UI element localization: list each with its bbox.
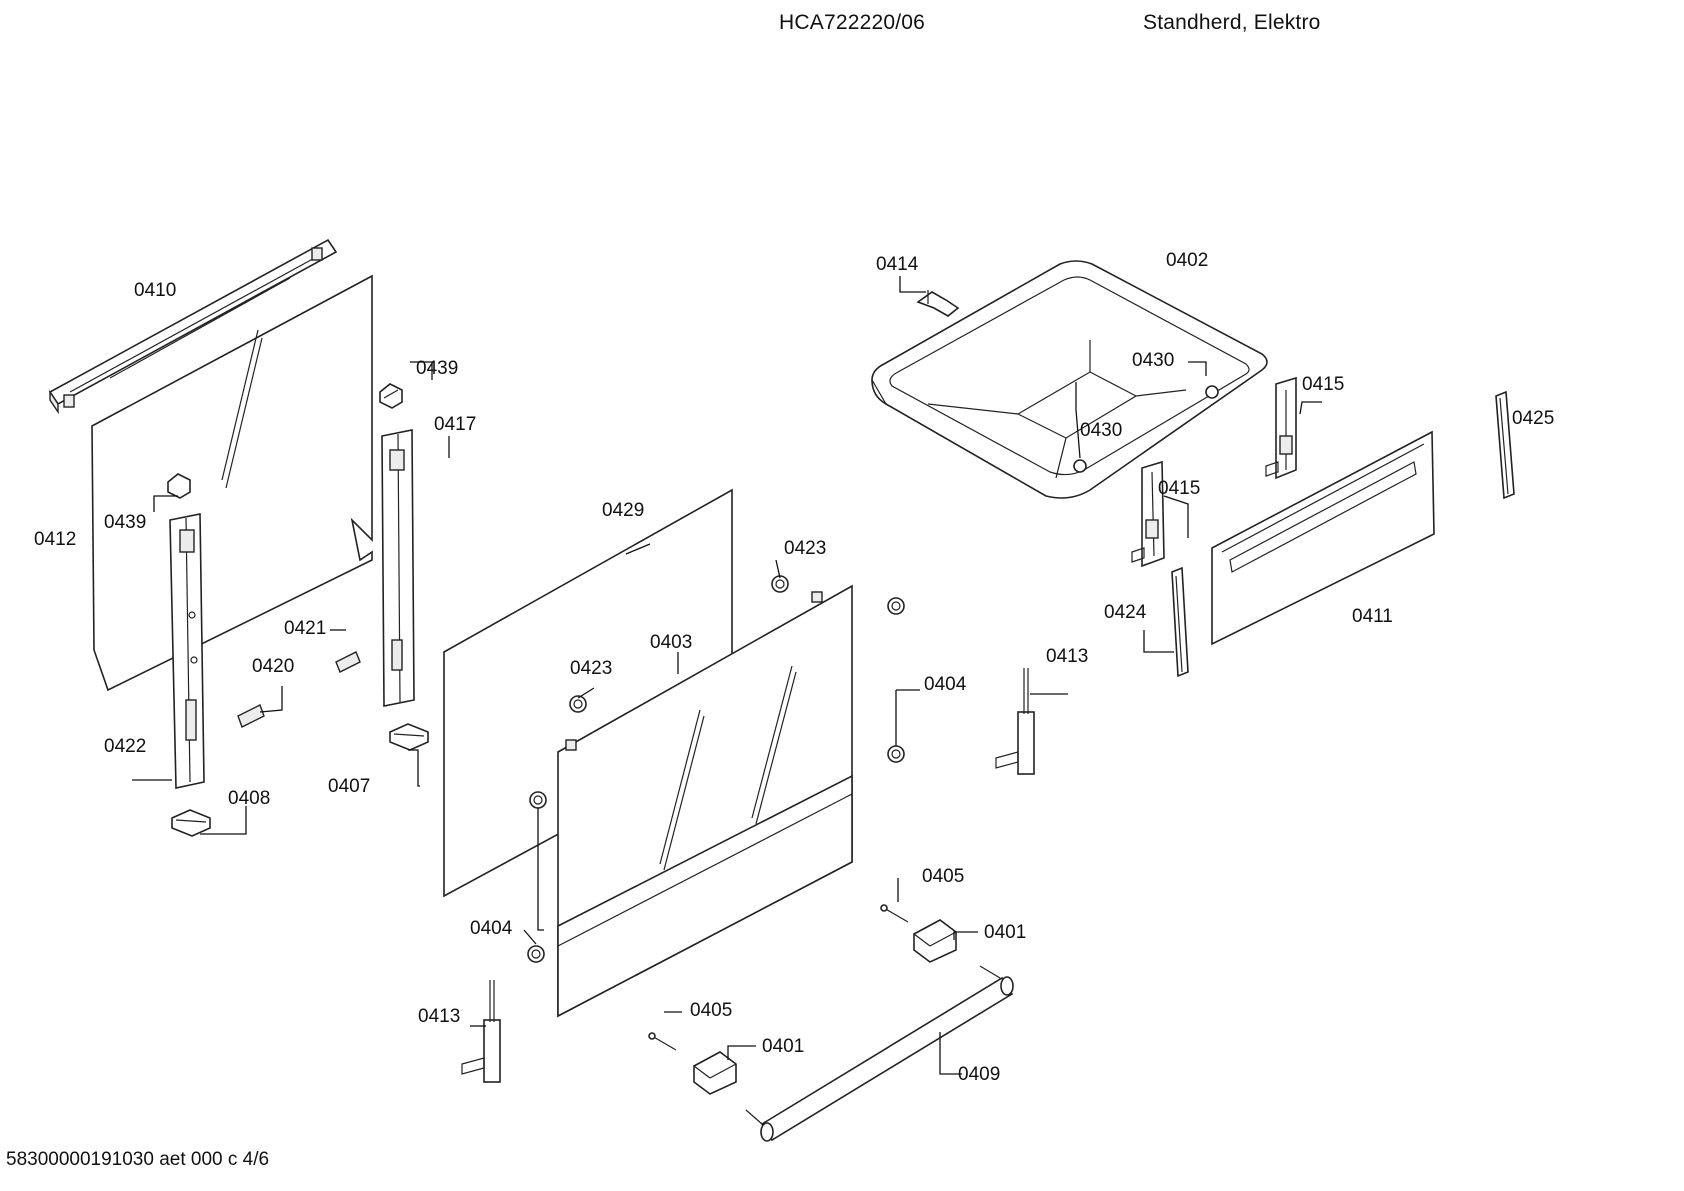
leader-lines [132,276,1322,1075]
label-0401-upper: 0401 [984,922,1026,943]
appliance-description: Standherd, Elektro [1143,11,1321,34]
label-0420: 0420 [252,656,294,677]
part-0411-drawer-front [1211,430,1435,646]
part-0425-side-hinge [1495,390,1515,500]
label-0404-right: 0404 [924,674,967,695]
part-0403-door [557,584,853,1018]
model-number: HCA722220/06 [779,11,926,34]
label-0422: 0422 [104,736,146,757]
part-0414-hook [916,290,960,317]
label-0401-lower: 0401 [762,1036,804,1057]
part-0405-screw-lower [648,1032,677,1051]
part-0439-clip-upper [379,383,403,409]
label-0421: 0421 [284,618,326,639]
label-0405-upper: 0405 [922,866,964,887]
label-0407: 0407 [328,776,370,797]
label-0429: 0429 [602,500,644,521]
label-0411: 0411 [1352,606,1393,627]
part-0404-spacer-c [887,597,905,615]
part-0408-bracket [171,809,211,837]
part-0405-screw-upper [880,904,909,923]
part-0401-mount-lower [693,1051,737,1095]
part-0424-side-hinge [1171,566,1189,678]
part-0421-runner [335,651,361,673]
label-0412: 0412 [34,529,76,550]
label-0439-upper: 0439 [416,358,458,379]
label-0425: 0425 [1512,408,1554,429]
label-0403: 0403 [650,632,692,653]
label-0405-lower: 0405 [690,1000,732,1021]
label-0409: 0409 [958,1064,1000,1085]
footer-code: 58300000191030 aet 000 c 4/6 [6,1149,270,1170]
label-0424: 0424 [1104,602,1147,623]
part-0404-spacer-a [529,791,547,809]
part-0409-handle-bar [745,965,1014,1142]
label-0423-lower: 0423 [570,658,612,679]
part-0412-rear-panel [91,274,373,692]
part-0439-clip-lower [167,473,191,499]
label-0408: 0408 [228,788,270,809]
label-0423-upper: 0423 [784,538,826,559]
part-0422-left-rail [169,513,205,789]
part-0407-bracket [389,723,429,751]
part-0423-spacer-b [569,695,587,713]
part-0404-spacer-d [887,745,905,763]
label-0404-left: 0404 [470,918,513,939]
label-0417: 0417 [434,414,476,435]
label-0430-lower: 0430 [1080,420,1122,441]
part-0415-hinge-lower [1131,460,1165,568]
part-0404-spacer-b [527,945,545,963]
label-0402: 0402 [1166,250,1208,271]
part-0415-hinge-upper [1265,376,1297,480]
label-0415-upper: 0415 [1302,374,1344,395]
label-0410: 0410 [134,280,176,301]
part-0420-runner [237,704,265,728]
part-0417-right-rail [381,429,415,707]
label-0414: 0414 [876,254,919,275]
part-0410-top-trim [48,238,338,415]
part-0423-spacer-a [771,575,789,593]
label-0430-upper: 0430 [1132,350,1174,371]
part-0402-tray [871,260,1268,499]
part-0413-hinge-right [995,668,1035,775]
label-0439-lower: 0439 [104,512,146,533]
part-0413-hinge-left [461,980,501,1083]
label-0415-lower: 0415 [1158,478,1200,499]
part-0401-mount-upper [913,919,957,963]
label-0413-right: 0413 [1046,646,1088,667]
label-0413-left: 0413 [418,1006,460,1027]
